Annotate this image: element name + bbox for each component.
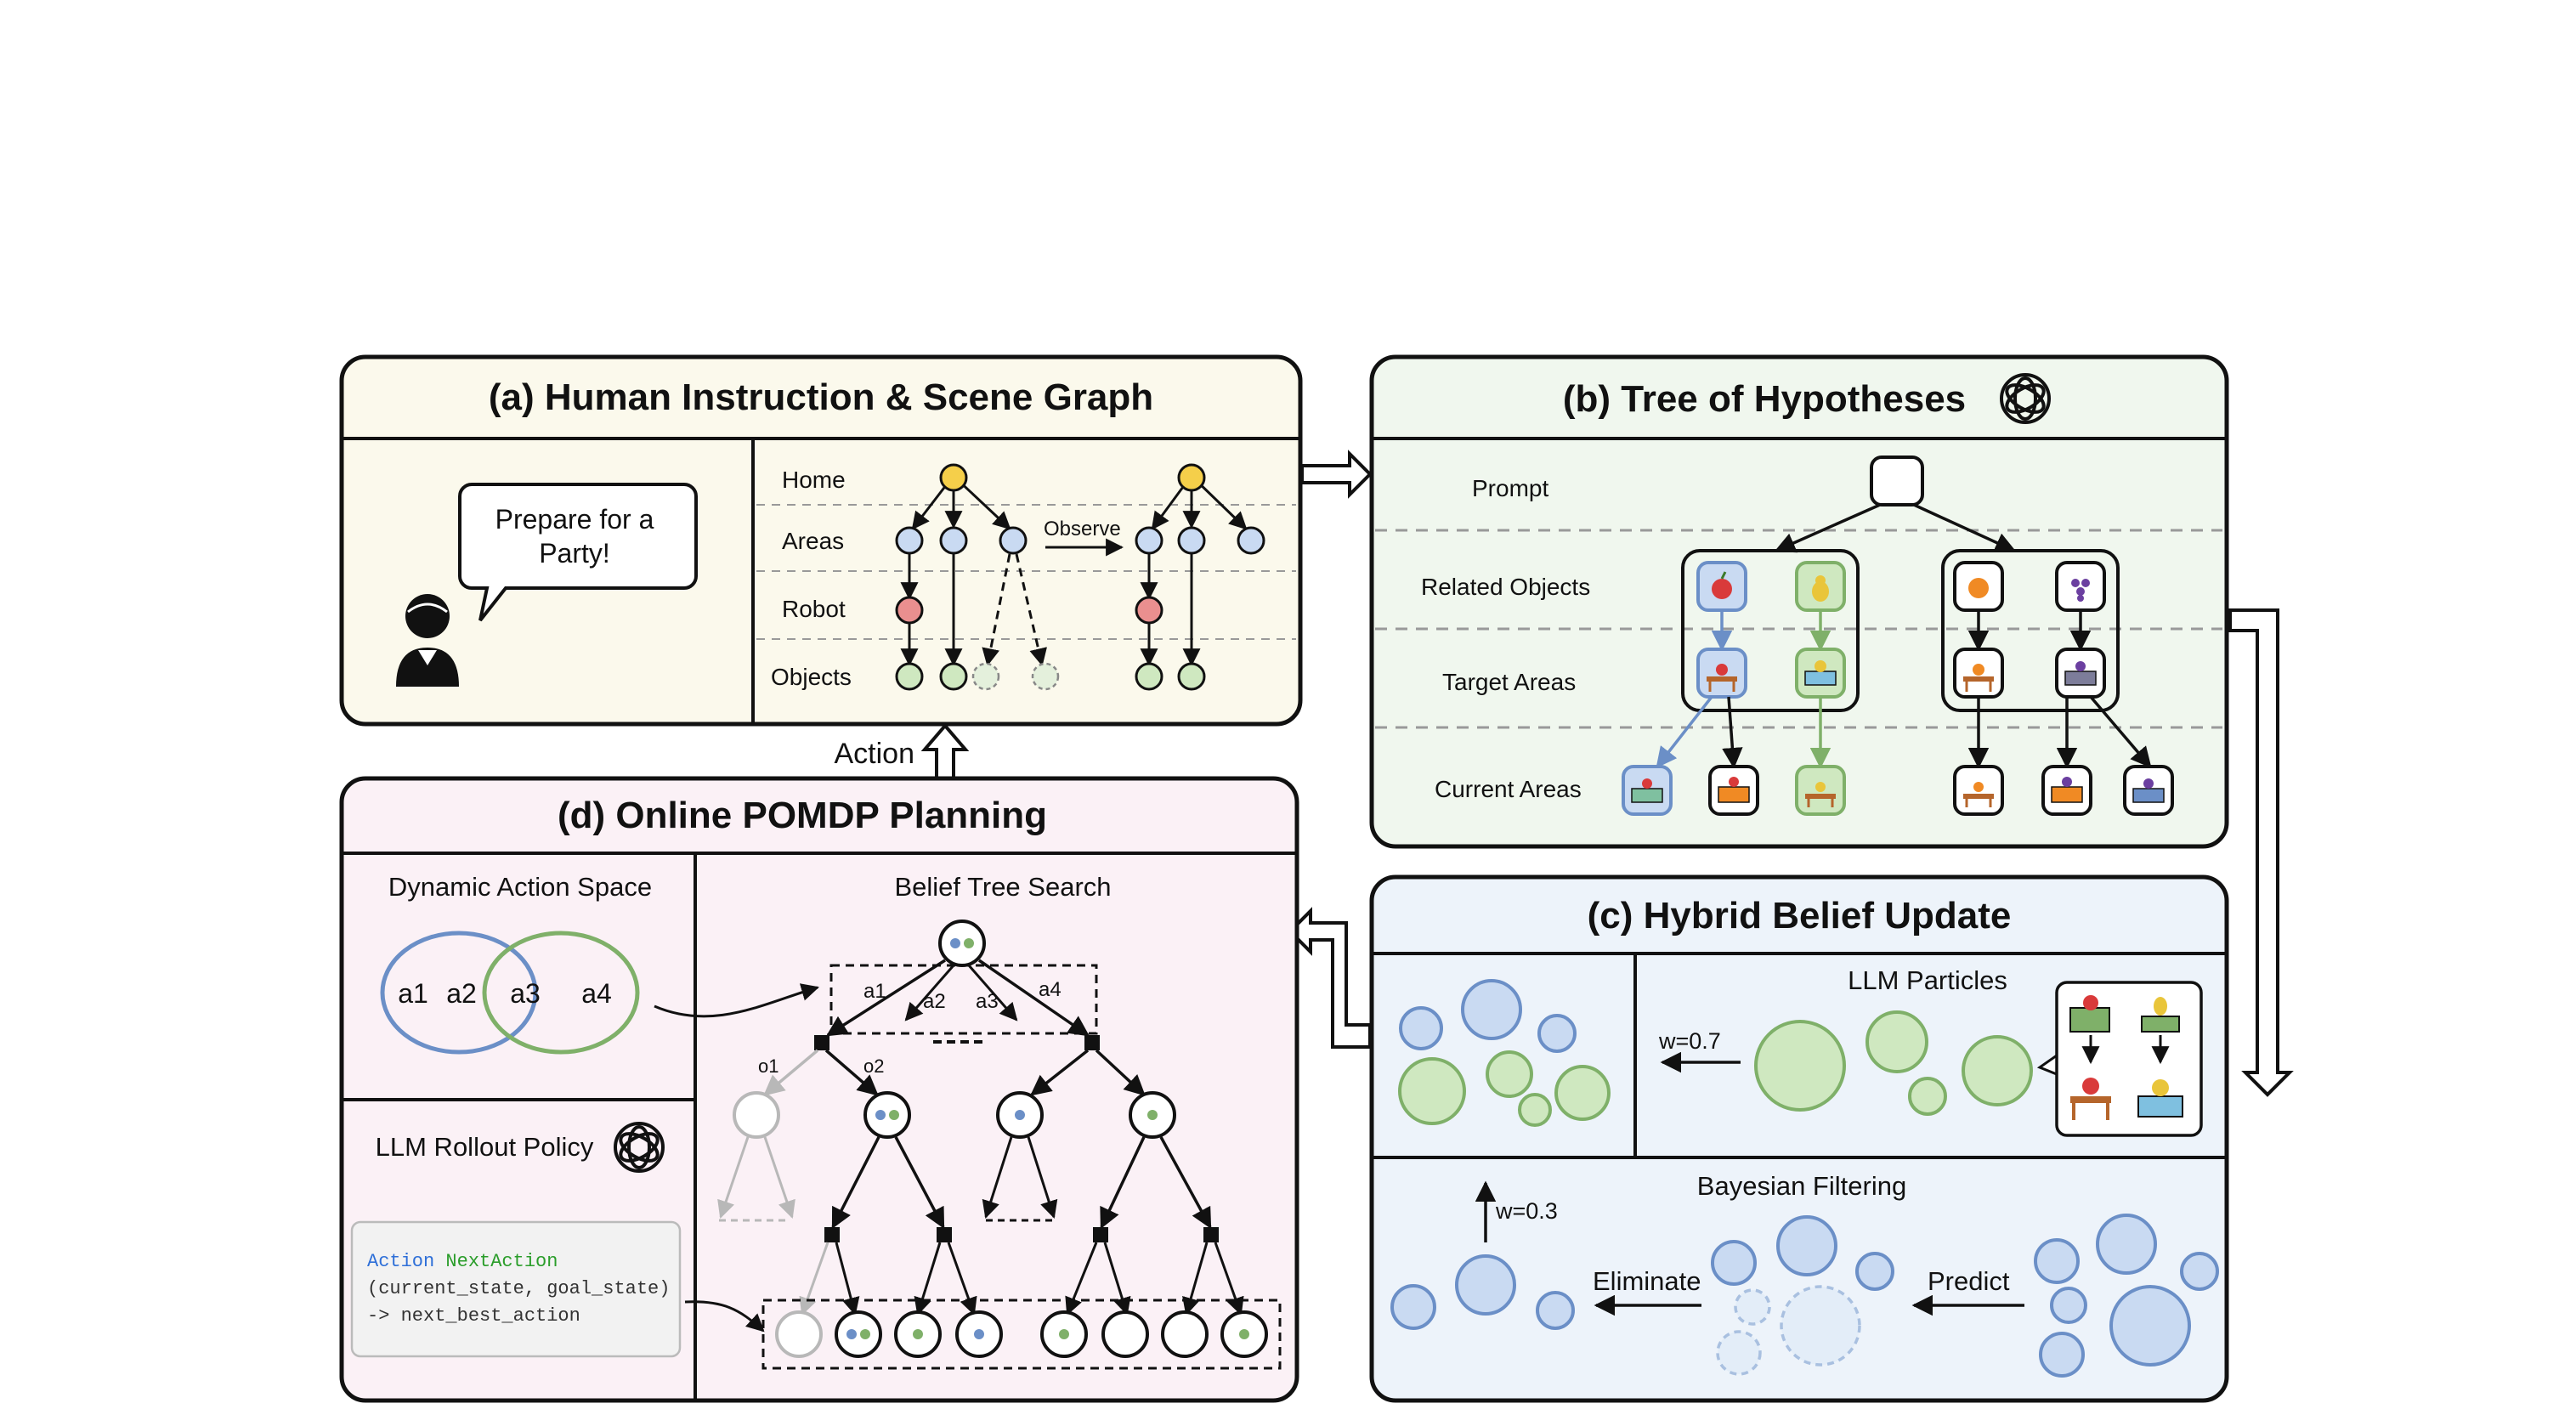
bin-with-grapes-icon — [2055, 648, 2106, 699]
current-area-table-icon — [1708, 765, 1759, 816]
hypothesis-group-1 — [1681, 549, 1860, 712]
eliminate-label: Eliminate — [1593, 1266, 1701, 1296]
current-area-table-2-icon — [1953, 765, 2004, 816]
speech-line-2: Party! — [539, 538, 610, 569]
panel-c-hybrid-belief-update: (c) Hybrid Belief Update LLM Particles w… — [1369, 874, 2229, 1403]
root-belief-node — [938, 920, 986, 967]
current-area-bin-blue-icon — [1622, 765, 1673, 816]
level-objects: Objects — [771, 664, 852, 690]
scene-graph-after — [1135, 463, 1265, 691]
action-a1: a1 — [398, 978, 428, 1009]
level-robot: Robot — [782, 596, 846, 622]
current-area-table-green-icon — [1795, 765, 1846, 816]
orange-icon — [1953, 561, 2004, 612]
code-function-name: NextAction — [445, 1251, 558, 1272]
predict-label: Predict — [1928, 1266, 2010, 1296]
code-line-2: (current_state, goal_state) — [367, 1278, 670, 1299]
new-actions-set — [482, 931, 640, 1055]
eliminated-particles — [1711, 1215, 1894, 1376]
openai-logo-icon — [2000, 373, 2051, 424]
llm-particles-label: LLM Particles — [1848, 965, 2007, 995]
apple-icon — [1696, 561, 1747, 612]
pear-icon — [1795, 561, 1846, 612]
openai-logo-icon — [614, 1122, 665, 1173]
action-label: Action — [835, 738, 915, 770]
level-current-areas: Current Areas — [1435, 776, 1582, 802]
prompt-node — [1870, 456, 1924, 506]
panel-d-title: (d) Online POMDP Planning — [558, 795, 1047, 836]
current-area-bin-2-icon — [2041, 765, 2092, 816]
code-line-1: Action NextAction — [367, 1251, 558, 1272]
grapes-icon — [2055, 561, 2106, 612]
action-a2: a2 — [446, 978, 477, 1009]
belief-tree: a1 a2 a3 a4 o1 o2 — [717, 920, 1282, 1370]
level-home: Home — [782, 467, 846, 493]
panel-a-frame — [339, 354, 1303, 727]
panel-c-frame — [1369, 874, 2229, 1403]
action-expansion-box — [829, 964, 1098, 1035]
panel-a-title: (a) Human Instruction & Scene Graph — [489, 376, 1153, 418]
human-icon — [396, 594, 459, 687]
arrow-c-to-d — [1288, 907, 1372, 1049]
panel-b-title: (b) Tree of Hypotheses — [1563, 378, 1966, 420]
code-line-3: -> next_best_action — [367, 1305, 580, 1327]
panel-d-online-pomdp: (d) Online POMDP Planning Dynamic Action… — [339, 776, 1299, 1403]
speech-line-1: Prepare for a — [495, 504, 654, 535]
current-actions-set — [380, 931, 538, 1055]
tree-obs-o2: o2 — [863, 1055, 884, 1077]
level-target-areas: Target Areas — [1442, 669, 1576, 695]
posterior-particles — [1390, 1254, 1575, 1330]
rollout-leaves-box — [761, 1299, 1282, 1370]
tree-obs-o1: o1 — [758, 1055, 778, 1077]
bayesian-filtering-label: Bayesian Filtering — [1697, 1171, 1906, 1201]
action-a3: a3 — [510, 978, 541, 1009]
current-area-bin-3-icon — [2123, 765, 2174, 816]
scene-graph-before — [895, 463, 1060, 691]
panel-b-tree-of-hypotheses: (b) Tree of Hypotheses Prompt Related Ob… — [1369, 354, 2229, 849]
llm-weight-label: w=0.7 — [1658, 1028, 1721, 1054]
prior-particles — [2034, 1214, 2219, 1378]
arrow-b-to-c — [2228, 608, 2294, 1097]
table-with-orange-icon — [1953, 648, 2004, 699]
action-space-label: Dynamic Action Space — [388, 872, 652, 902]
tree-action-a2: a2 — [923, 990, 946, 1013]
panel-a-scene-graph: (a) Human Instruction & Scene Graph Prep… — [339, 354, 1303, 727]
bayesian-weight-label: w=0.3 — [1495, 1198, 1558, 1224]
level-related-objects: Related Objects — [1421, 574, 1590, 600]
action-a4: a4 — [581, 978, 612, 1009]
level-prompt: Prompt — [1472, 475, 1548, 501]
speech-bubble — [458, 483, 698, 622]
rollout-policy-label: LLM Rollout Policy — [376, 1132, 594, 1162]
observe-label: Observe — [1044, 518, 1121, 540]
belief-tree-label: Belief Tree Search — [894, 872, 1111, 902]
code-keyword: Action — [367, 1251, 434, 1272]
rollout-code-block — [350, 1220, 682, 1358]
table-with-apple-icon — [1696, 648, 1747, 699]
arrow-d-to-a — [920, 722, 970, 780]
bin-with-pear-icon — [1795, 648, 1846, 699]
llm-particles — [1754, 1010, 2033, 1116]
arrow-a-to-b — [1300, 450, 1373, 499]
hypothesis-group-2 — [1941, 549, 2120, 712]
callout-icons — [2069, 995, 2183, 1120]
panel-c-title: (c) Hybrid Belief Update — [1588, 895, 2012, 937]
level-areas: Areas — [782, 528, 844, 554]
tree-action-a4: a4 — [1039, 978, 1062, 1001]
merged-particles — [1398, 979, 1611, 1127]
